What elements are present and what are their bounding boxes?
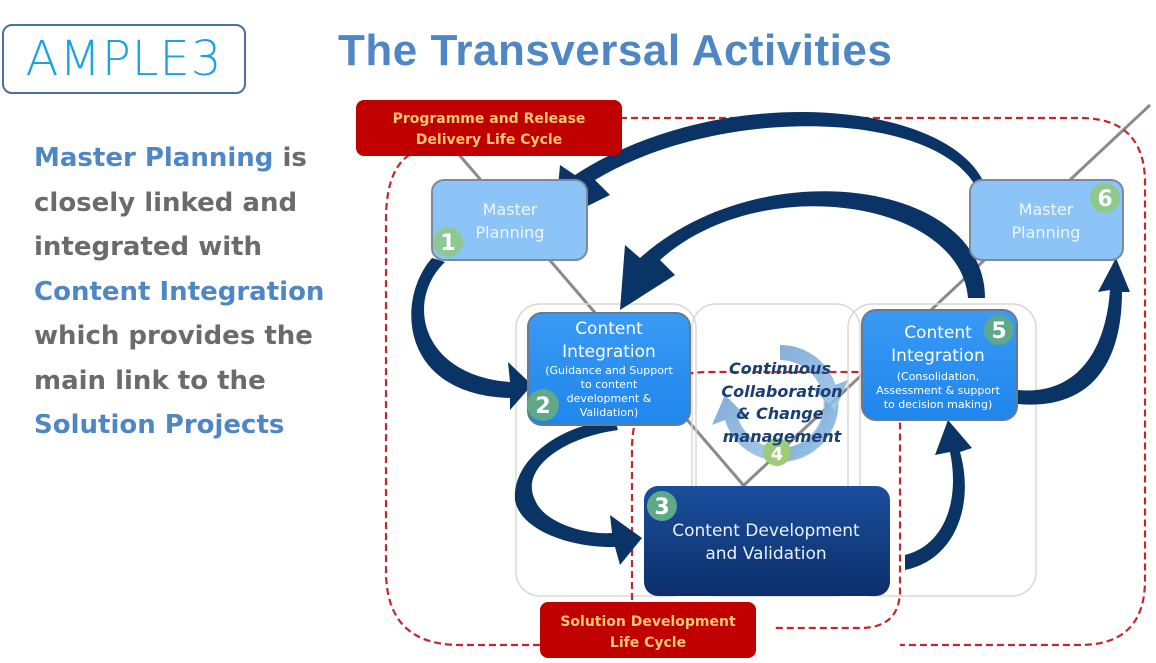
node-content-integration-2: Content Integration (Guidance and Suppor…: [527, 312, 691, 426]
node-label-line: Content: [904, 323, 972, 343]
label-line: Solution Development: [560, 614, 736, 630]
flow-arrows: [411, 112, 1130, 570]
node-sub-line: to decision making): [884, 398, 993, 411]
arrow-5-to-6: [1018, 258, 1130, 405]
arrow-1-to-2: [411, 258, 532, 410]
column-panels: [515, 303, 1037, 597]
node-box: [644, 486, 890, 596]
node-label-line: Integration: [891, 346, 985, 366]
logo-text: AMPLE3: [25, 31, 223, 87]
label-box: [356, 100, 622, 156]
programme-boundary: [384, 116, 1147, 647]
description-part-1: is closely linked and integrated with: [34, 143, 307, 262]
node-master-planning-1: Master Planning 1: [431, 179, 588, 261]
badge-circle: [1090, 183, 1120, 213]
arrow-3-to-5: [905, 420, 972, 570]
connector-line: [740, 103, 1152, 489]
node-label-line: & Change: [736, 404, 823, 423]
node-sub-line: to content: [581, 378, 638, 391]
badge-circle: [527, 389, 559, 421]
node-master-planning-6: Master Planning 6: [969, 179, 1124, 261]
node-label-line: Content Development: [672, 521, 860, 541]
badge-number: 2: [535, 394, 550, 419]
node-label-line: Content: [575, 319, 643, 339]
arrow-2-to-3: [514, 420, 642, 565]
label-line: Delivery Life Cycle: [416, 132, 562, 148]
highlight-solution-projects: Solution Projects: [34, 410, 285, 440]
node-label-line: Integration: [562, 342, 656, 362]
node-label-line: Master: [1019, 200, 1074, 219]
badge-circle: [647, 491, 677, 521]
arrow-6-to-1: [555, 112, 985, 222]
badge-circle: [984, 315, 1014, 345]
node-sub-line: development &: [567, 392, 652, 405]
node-sub-line: (Consolidation,: [897, 370, 980, 383]
node-box: [431, 179, 588, 261]
label-line: Life Cycle: [610, 635, 686, 651]
badge-number: 1: [440, 231, 455, 256]
column-panel: [847, 303, 1037, 597]
solution-lifecycle-label: Solution Development Life Cycle: [540, 602, 756, 658]
column-panel: [515, 303, 697, 597]
badge-number: 5: [991, 319, 1006, 344]
node-label-line: Continuous: [729, 359, 831, 378]
node-box: [969, 179, 1124, 261]
label-line: Programme and Release: [393, 111, 586, 127]
badge-number: 6: [1097, 187, 1112, 212]
node-label-line: Master: [483, 200, 538, 219]
node-label-line: and Validation: [705, 544, 826, 564]
node-box: [527, 312, 691, 426]
node-content-development-3: Content Development and Validation 3: [644, 486, 890, 596]
node-label-line: management: [723, 427, 843, 446]
node-box: [861, 309, 1018, 421]
arrow-5-to-2: [620, 191, 985, 310]
description-part-2: which provides the main link to the: [34, 321, 313, 396]
node-content-integration-5: Content Integration (Consolidation, Asse…: [861, 309, 1018, 421]
description-text: Master Planning is closely linked and in…: [34, 136, 334, 448]
badge-circle: [433, 227, 463, 257]
label-box: [540, 602, 756, 658]
badge-circle: [763, 438, 791, 466]
node-sub-line: Assessment & support: [876, 384, 1000, 397]
node-continuous-collaboration-4: 4 Continuous Collaboration & Change mana…: [712, 344, 848, 466]
badge-number: 4: [771, 444, 784, 465]
ample3-logo: AMPLE3: [2, 24, 246, 94]
node-label-line: Planning: [476, 223, 545, 242]
node-sub-line: Validation): [580, 406, 639, 419]
page-title: The Transversal Activities: [338, 26, 893, 75]
node-label-line: Collaboration: [721, 382, 842, 401]
node-label-line: Planning: [1012, 223, 1081, 242]
badge-number: 3: [654, 495, 669, 520]
node-sub-line: (Guidance and Support: [545, 364, 673, 377]
highlight-master-planning: Master Planning: [34, 143, 274, 173]
cycle-arrow-icon: [712, 344, 839, 461]
highlight-content-integration: Content Integration: [34, 276, 325, 307]
programme-lifecycle-label: Programme and Release Delivery Life Cycl…: [356, 100, 622, 156]
